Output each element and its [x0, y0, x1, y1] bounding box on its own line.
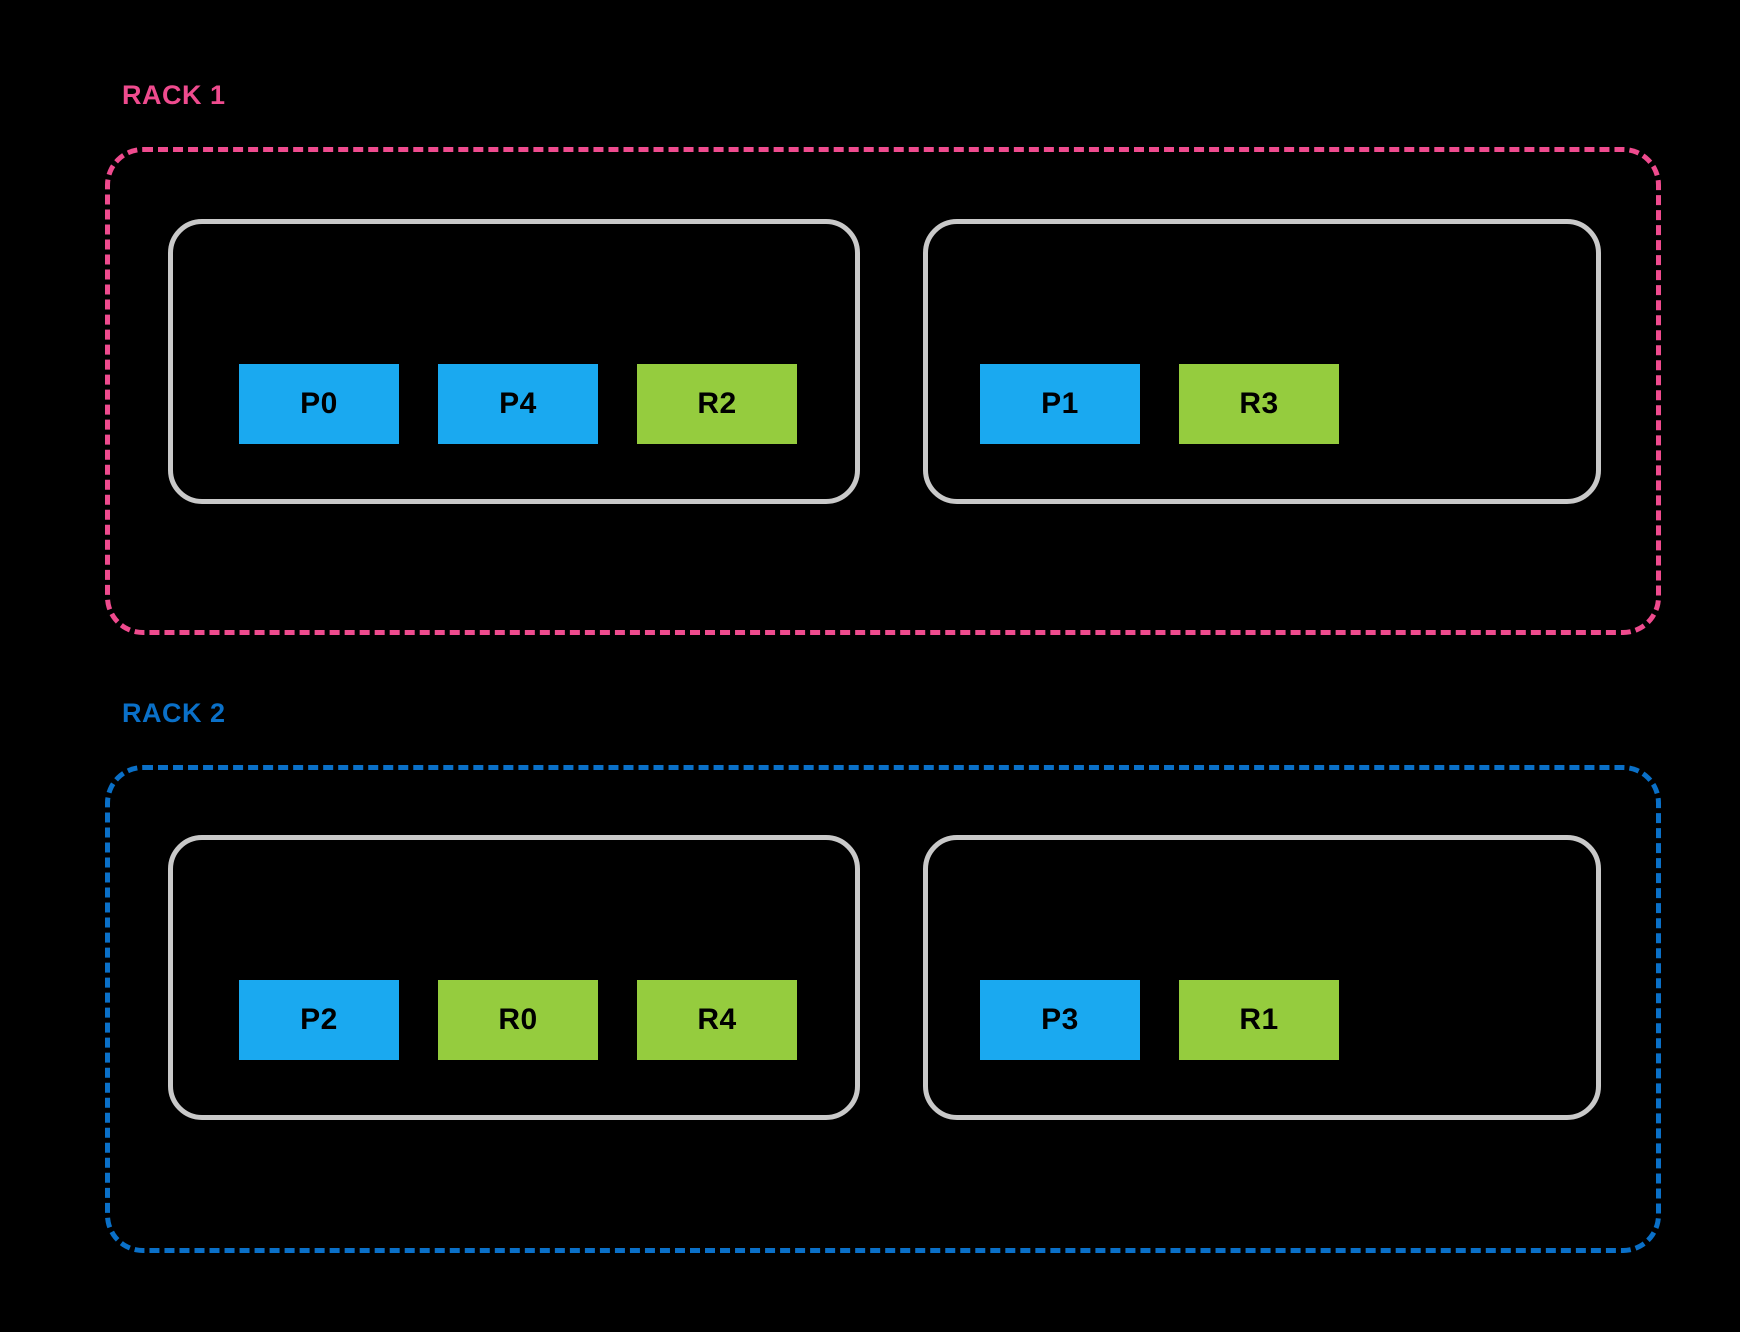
replica-chip[interactable]: R3 — [1179, 364, 1339, 444]
partition-chip[interactable]: P0 — [239, 364, 399, 444]
node-items-4: P3 R1 — [980, 980, 1339, 1060]
node-box-3 — [168, 835, 860, 1120]
rack-label-2: RACK 2 — [122, 698, 226, 728]
replica-chip[interactable]: R0 — [438, 980, 598, 1060]
rack-group-1: RACK 1 P0 P4 R2 P1 R3 — [0, 0, 1740, 660]
replica-chip[interactable]: R4 — [637, 980, 797, 1060]
partition-chip[interactable]: P2 — [239, 980, 399, 1060]
partition-chip[interactable]: P4 — [438, 364, 598, 444]
node-items-1: P0 P4 R2 — [239, 364, 797, 444]
node-items-3: P2 R0 R4 — [239, 980, 797, 1060]
node-box-4 — [923, 835, 1601, 1120]
partition-chip[interactable]: P1 — [980, 364, 1140, 444]
node-items-2: P1 R3 — [980, 364, 1339, 444]
replica-chip[interactable]: R1 — [1179, 980, 1339, 1060]
node-box-1 — [168, 219, 860, 504]
rack-boundary-1 — [105, 147, 1661, 635]
rack-boundary-2 — [105, 765, 1661, 1253]
node-box-2 — [923, 219, 1601, 504]
rack-label-1: RACK 1 — [122, 80, 226, 110]
partition-chip[interactable]: P3 — [980, 980, 1140, 1060]
replica-chip[interactable]: R2 — [637, 364, 797, 444]
